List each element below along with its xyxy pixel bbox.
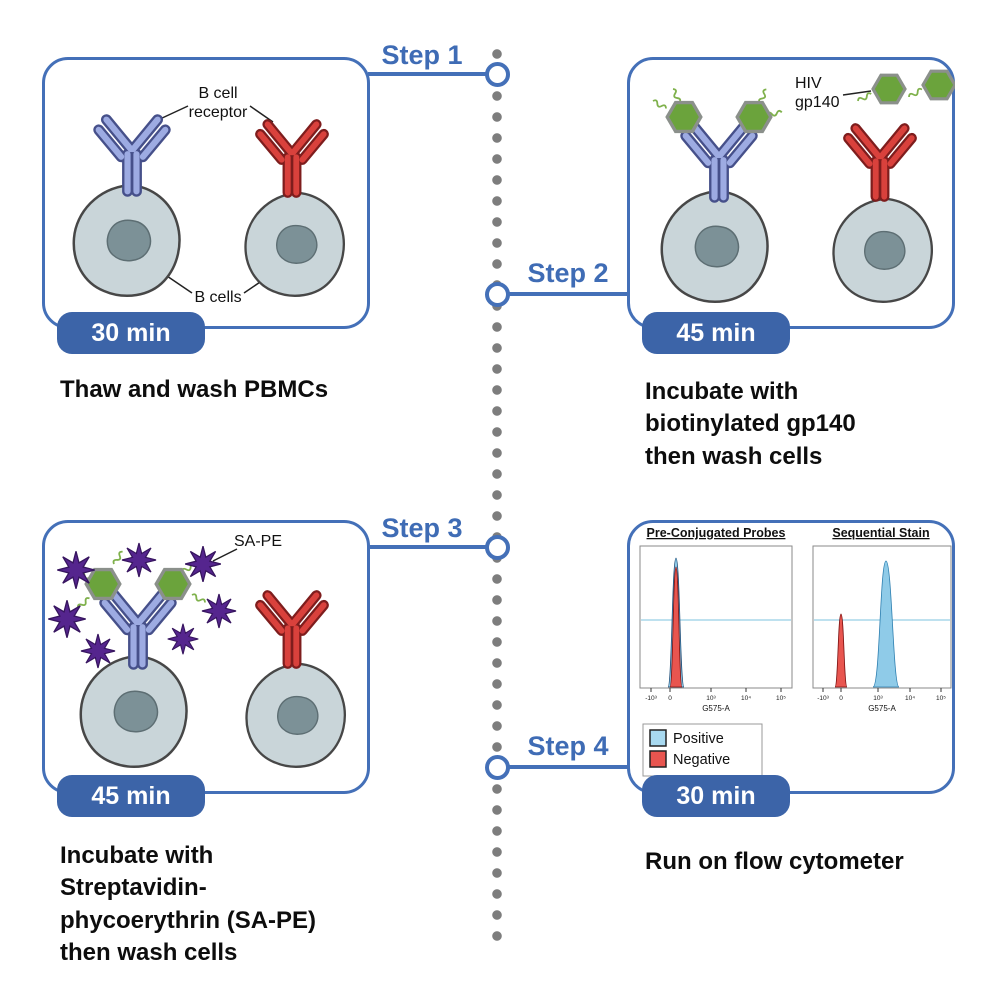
step-2-caption: Incubate with biotinylated gp140 then wa… [645,378,856,470]
svg-text:10⁴: 10⁴ [741,695,751,702]
antibody-blue-icon [686,126,753,198]
sa-pe-star-icon [121,542,157,578]
gp140-hexagon-icon [84,567,122,601]
gp140-hexagon-icon [921,69,955,101]
hiv-gp140-label: HIV gp140 [795,75,840,112]
antibody-blue-icon [105,593,172,665]
svg-text:10⁵: 10⁵ [776,695,786,702]
left-negative-peak [669,566,683,688]
step-2-label: Step 2 [527,258,609,288]
sa-pe-star-icon [80,633,116,669]
right-axis-ticks: -10³ 0 10³ 10⁴ 10⁵ G575-A [817,688,946,713]
step-2-timeline-node [485,282,510,307]
step-3-caption: Incubate with Streptavidin- phycoerythri… [60,842,317,967]
step-3-time-badge: 45 min [57,775,205,817]
gp140-hexagon-icon [154,567,192,601]
step-4-flow-plots: Pre-Conjugated Probes Sequential Stain -… [639,526,952,777]
sa-pe-star-icon [184,545,222,583]
sa-pe-label: SA-PE [233,533,282,550]
step-2-connector-line [509,292,628,296]
step-4-connector-line [509,765,628,769]
step-4-label: Step 4 [527,731,609,761]
b-cell-icon [832,197,933,303]
sa-pe-star-icon [167,623,199,655]
antibody-blue-icon [99,120,166,192]
gp140-hexagon-icon [735,100,773,134]
step-1-connector-line [368,72,486,76]
step-1-caption: Thaw and wash PBMCs [60,376,329,403]
b-cell-icon [72,183,181,298]
negative-legend-label: Negative [673,752,730,768]
gp140-bound-group [651,87,784,134]
svg-text:0: 0 [839,695,843,702]
b-cell-icon [245,662,346,768]
svg-text:10³: 10³ [706,695,716,702]
step-2-time-badge: 45 min [642,312,790,354]
left-plot-title: Pre-Conjugated Probes [647,526,786,540]
b-cell-receptor-label: B cell receptor [188,85,248,122]
gp140-free-group [856,69,955,105]
step-2-illustration [651,69,955,304]
right-plot-title: Sequential Stain [832,526,929,540]
svg-text:10⁴: 10⁴ [905,695,915,702]
svg-text:-10³: -10³ [817,695,829,702]
antibody-red-icon [260,124,323,192]
step-1-label: Step 1 [381,40,463,70]
svg-text:10³: 10³ [873,695,883,702]
step-1-illustration [72,105,345,298]
sa-pe-star-icon [47,599,87,639]
left-axis-ticks: -10³ 0 10³ 10⁴ 10⁵ G575-A [645,688,786,713]
step-3-label: Step 3 [381,513,463,543]
step-4-time-badge: 30 min [642,775,790,817]
step-1-timeline-node [485,62,510,87]
pointer-line [212,548,238,562]
right-positive-peak [872,560,900,688]
svg-text:10⁵: 10⁵ [936,695,946,702]
b-cell-icon [244,191,345,297]
plot-legend: Positive Negative [642,723,763,777]
left-histogram-frame [639,545,793,689]
step-3-timeline-node [485,535,510,560]
right-negative-peak [834,613,848,688]
right-axis-title: G575-A [868,704,896,713]
b-cells-label: B cells [194,289,242,306]
b-cell-icon [660,189,769,304]
sa-pe-star-icon [201,593,237,629]
negative-legend-swatch [649,750,667,768]
antibody-red-icon [260,595,323,663]
b-cell-icon [79,654,188,769]
step-4-timeline-node [485,755,510,780]
step-3-illustration [47,542,346,769]
svg-text:0: 0 [668,695,672,702]
left-axis-title: G575-A [702,704,730,713]
sa-pe-star-icon [56,550,96,590]
antibody-red-icon [848,128,911,196]
step-4-caption: Run on flow cytometer [645,848,904,875]
timeline-dotted-line [492,44,502,942]
gp140-hexagon-icon [871,73,907,105]
positive-legend-label: Positive [673,731,724,747]
positive-legend-swatch [649,729,667,747]
svg-text:-10³: -10³ [645,695,657,702]
step-1-time-badge: 30 min [57,312,205,354]
step-3-connector-line [368,545,486,549]
gp140-hexagon-icon [665,100,703,134]
pointer-line [842,90,872,96]
